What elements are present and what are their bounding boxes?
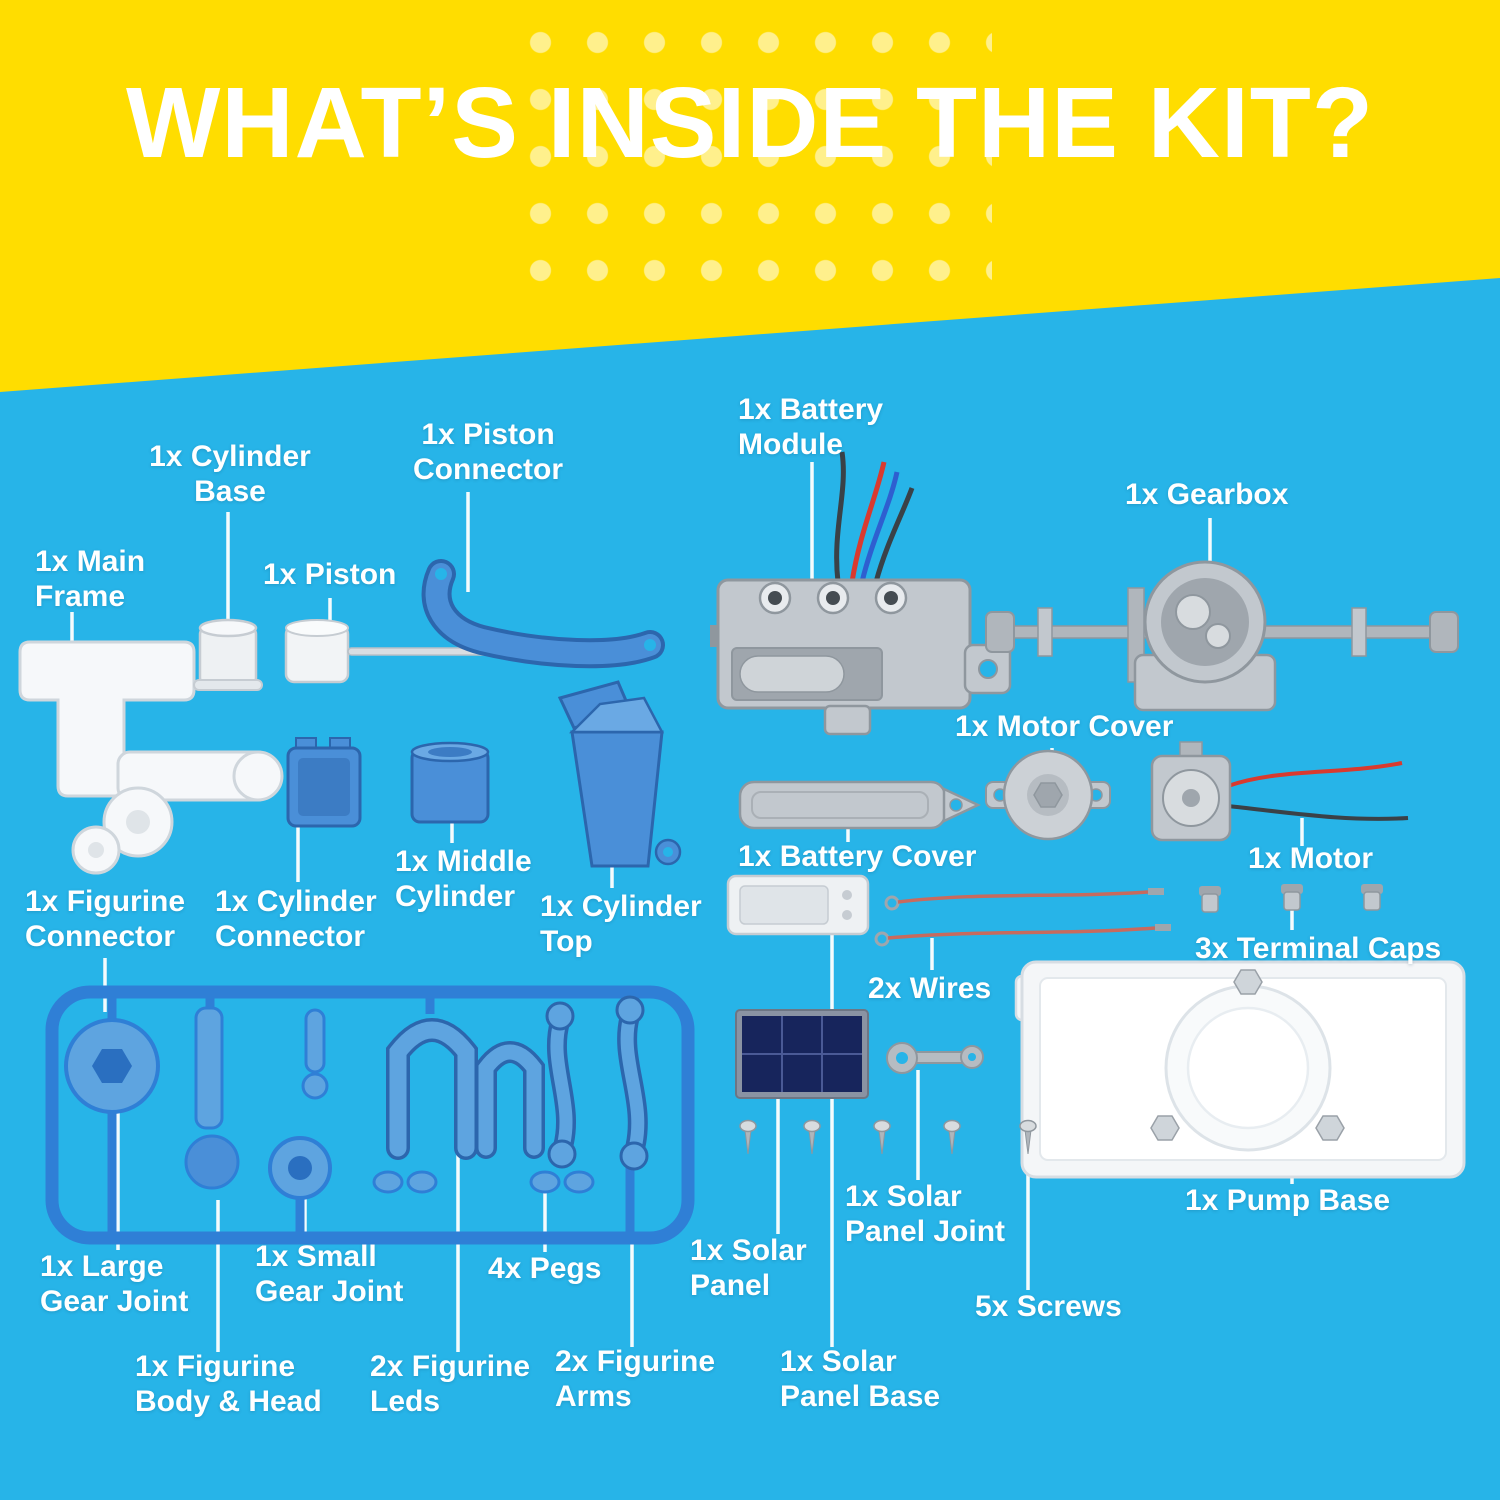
middle-cylinder-part (410, 741, 490, 824)
label-middle-cylinder: 1x Middle Cylinder (395, 845, 532, 913)
label-figurine-body-head: 1x Figurine Body & Head (135, 1350, 322, 1418)
main-frame-part (18, 640, 284, 875)
label-solar-panel-base: 1x Solar Panel Base (780, 1345, 941, 1413)
figurine-sprue-part (45, 985, 695, 1245)
figurine-body-head-part (184, 1006, 240, 1190)
large-gear-joint-part (64, 1018, 160, 1114)
page-title: WHAT’S INSIDE THE KIT? (126, 67, 1374, 179)
label-battery-cover: 1x Battery Cover (738, 840, 977, 873)
label-gearbox: 1x Gearbox (1125, 478, 1289, 511)
label-cylinder-connector: 1x Cylinder Connector (215, 885, 377, 953)
motor-part (1150, 741, 1409, 842)
small-gear-joint-part (268, 1136, 332, 1200)
battery-module-part (710, 451, 1012, 736)
gearbox-part (985, 560, 1459, 712)
figurine-connector-part (301, 1008, 329, 1100)
label-solar-panel-joint: 1x Solar Panel Joint (845, 1180, 1006, 1248)
label-wires: 2x Wires (868, 972, 992, 1005)
label-pump-base: 1x Pump Base (1185, 1184, 1391, 1217)
label-screws: 5x Screws (975, 1290, 1122, 1323)
label-piston: 1x Piston (263, 558, 397, 591)
solar-panel-part (735, 1009, 869, 1099)
terminal-caps-part (1199, 884, 1383, 913)
label-terminal-caps: 3x Terminal Caps (1195, 932, 1442, 965)
label-main-frame: 1x Main Frame (35, 545, 146, 613)
label-figurine-connector: 1x Figurine Connector (25, 885, 186, 953)
label-motor: 1x Motor (1248, 842, 1374, 875)
label-piston-connector: 1x Piston Connector (413, 418, 563, 486)
piston-part (284, 619, 505, 684)
label-large-gear-joint: 1x Large Gear Joint (40, 1250, 189, 1318)
label-solar-panel: 1x Solar Panel (690, 1234, 807, 1302)
solar-panel-base-part (726, 874, 870, 936)
solar-panel-joint-part (886, 1042, 984, 1074)
label-figurine-arms: 2x Figurine Arms (555, 1345, 716, 1413)
pump-base-part (1014, 960, 1466, 1179)
figurine-leds-part (386, 1018, 545, 1160)
pegs-part (372, 1170, 595, 1194)
figurine-arms-part (545, 995, 649, 1171)
screws-part (739, 1119, 1037, 1155)
label-cylinder-top: 1x Cylinder Top (540, 890, 702, 958)
piston-connector-part (421, 559, 665, 669)
battery-cover-part (738, 780, 981, 830)
wires-part (874, 888, 1171, 947)
label-pegs: 4x Pegs (488, 1252, 602, 1285)
label-cylinder-base: 1x Cylinder Base (149, 440, 311, 508)
yellow-header-band (0, 0, 1500, 392)
motor-cover-part (985, 749, 1111, 841)
label-battery-module: 1x Battery Module (738, 393, 884, 461)
label-small-gear-joint: 1x Small Gear Joint (255, 1240, 404, 1308)
label-figurine-leds: 2x Figurine Leds (370, 1350, 531, 1418)
cylinder-top-part (557, 680, 682, 868)
label-motor-cover: 1x Motor Cover (955, 710, 1174, 743)
cylinder-base-part (193, 618, 263, 691)
dot-pattern-decoration (512, 14, 992, 290)
cylinder-connector-part (286, 737, 362, 828)
